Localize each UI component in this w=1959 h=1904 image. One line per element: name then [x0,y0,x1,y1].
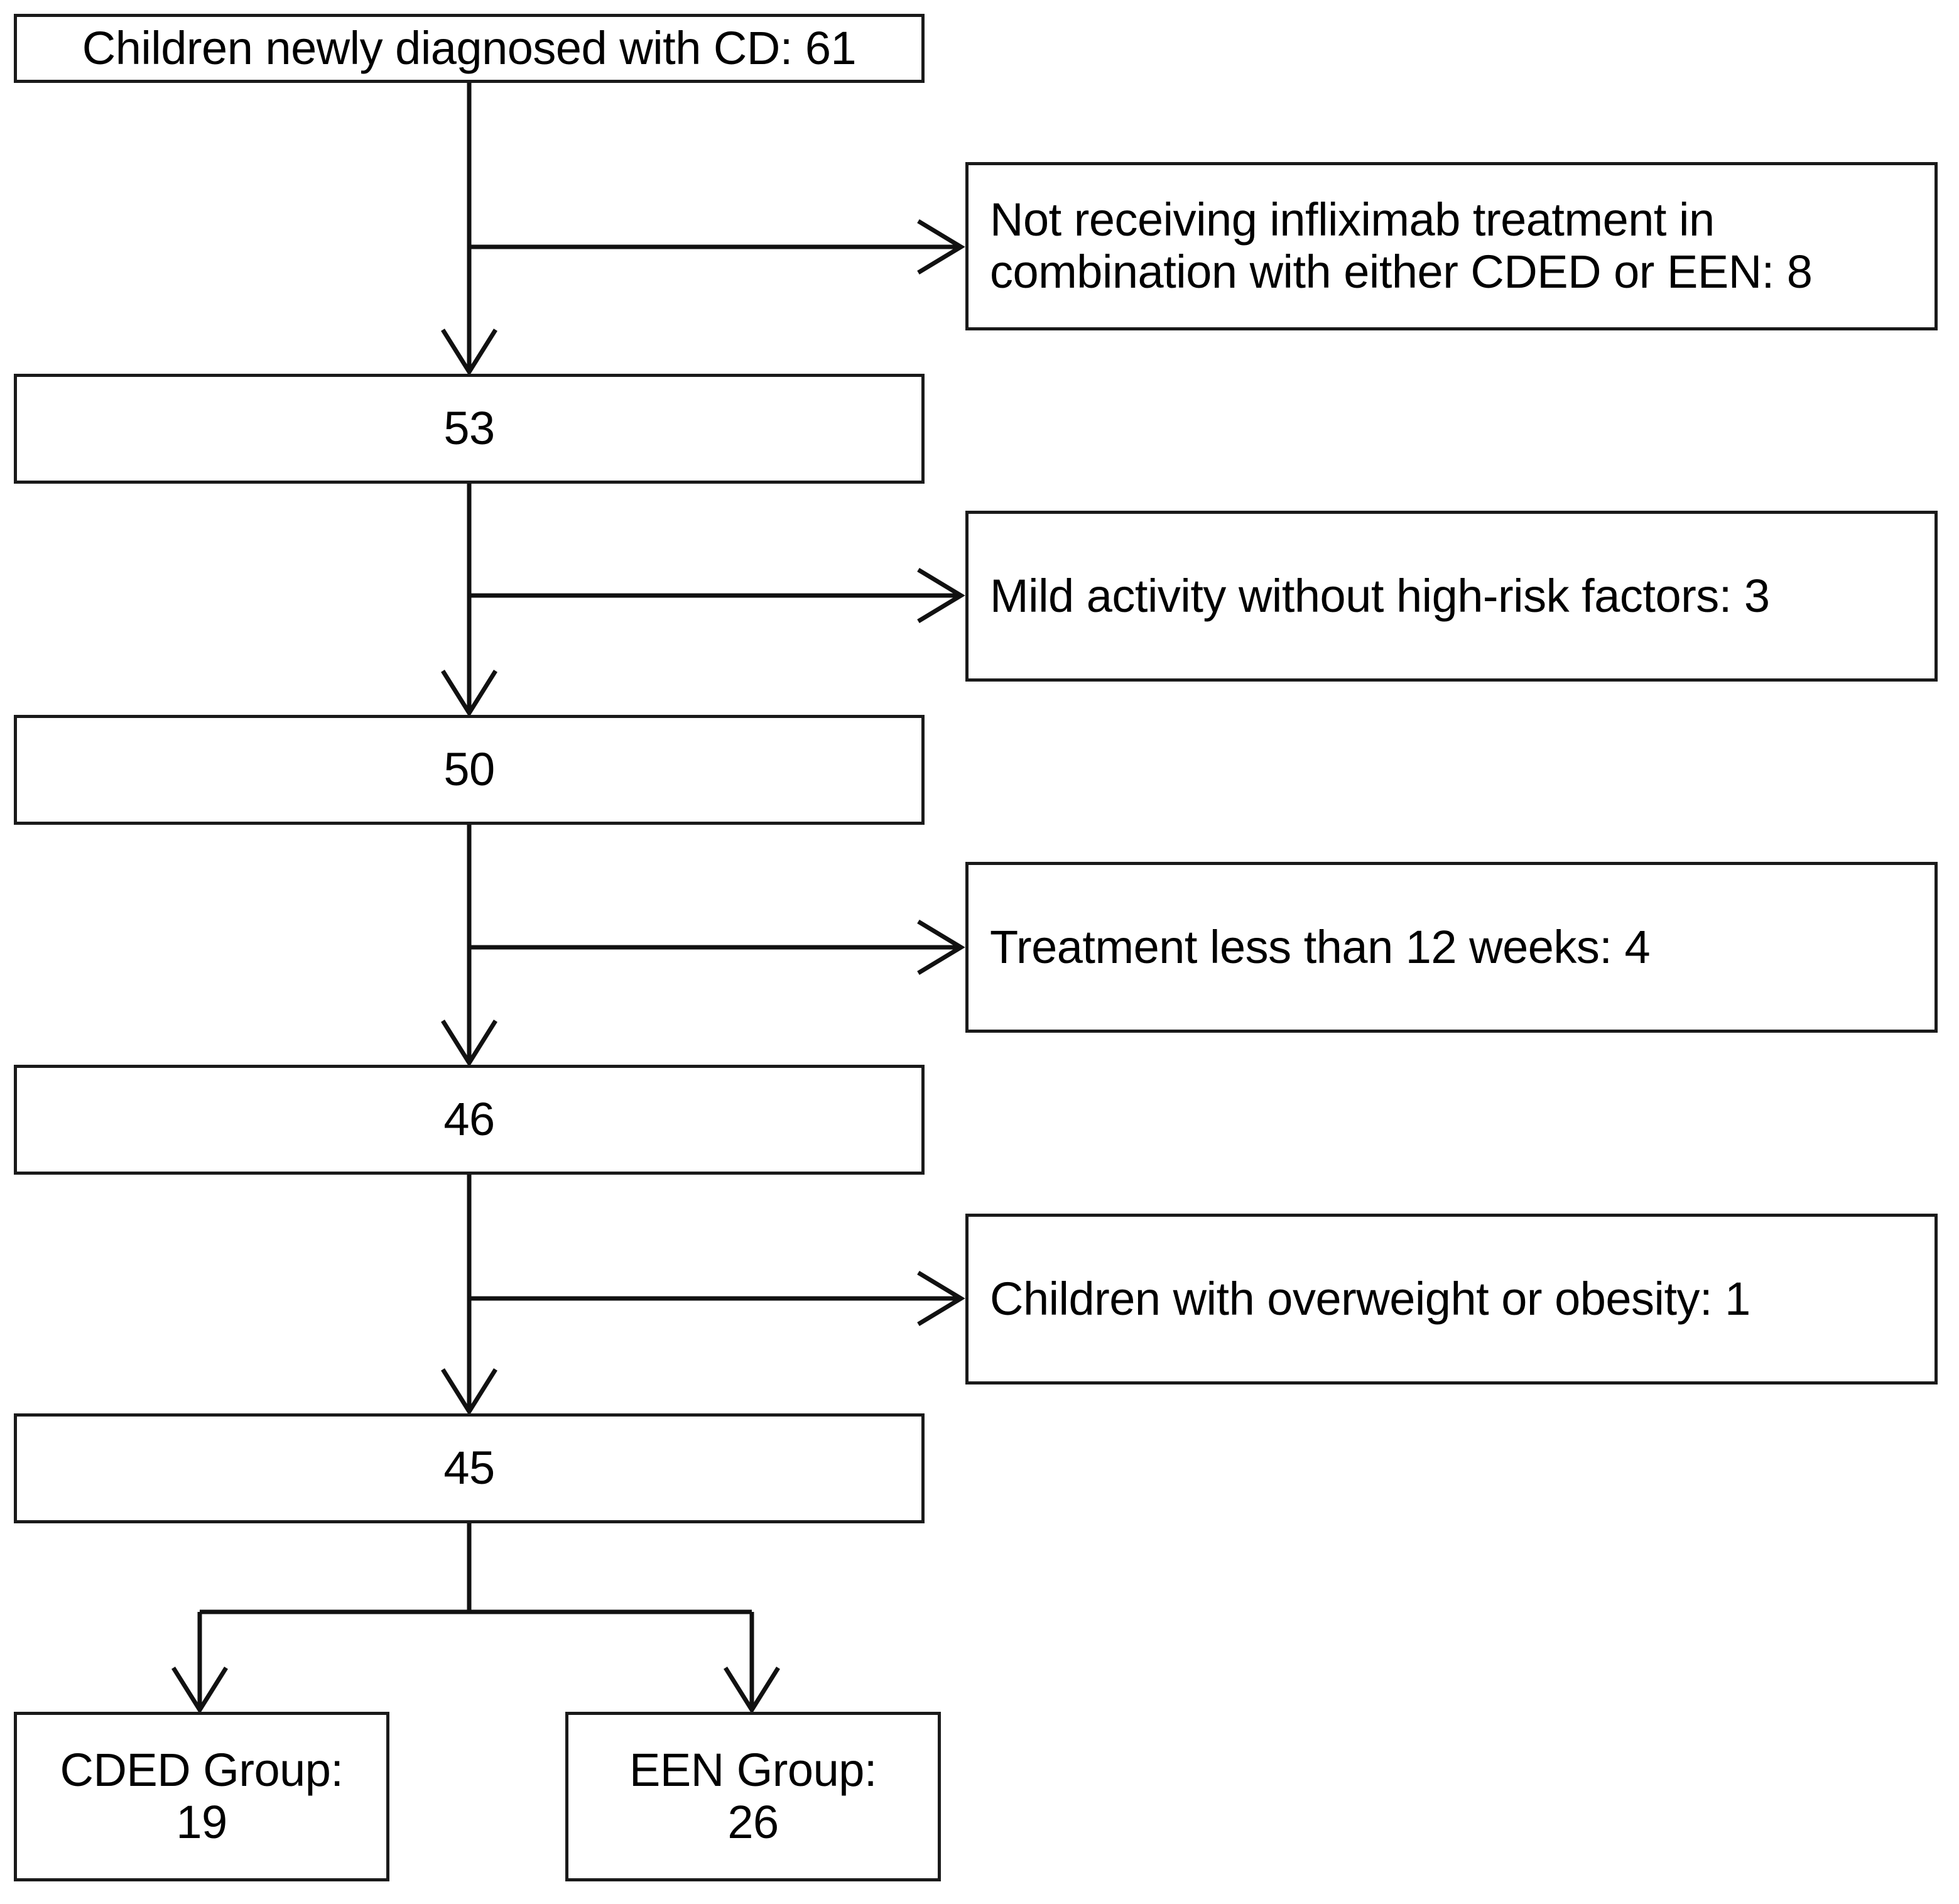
arrowhead-to-46 [441,1020,497,1067]
node-group-een-label: EEN Group: 26 [629,1744,877,1848]
node-after-exclusion-3[interactable]: 46 [14,1065,925,1175]
node-exclusion-2[interactable]: Mild activity without high-risk factors:… [965,511,1938,682]
node-group-cded[interactable]: CDED Group: 19 [14,1712,389,1881]
node-after-exclusion-1-label: 53 [443,402,495,455]
node-exclusion-1[interactable]: Not receiving infliximab treatment in co… [965,162,1938,330]
arrowhead-to-exclusion-2 [917,568,965,623]
node-after-exclusion-1[interactable]: 53 [14,374,925,484]
arrowhead-to-cded [171,1667,228,1714]
node-after-exclusion-3-label: 46 [443,1093,495,1146]
node-after-exclusion-4[interactable]: 45 [14,1413,925,1523]
node-exclusion-4[interactable]: Children with overweight or obesity: 1 [965,1214,1938,1384]
node-exclusion-1-label: Not receiving infliximab treatment in co… [990,193,1813,298]
node-after-exclusion-4-label: 45 [443,1442,495,1494]
arrowhead-to-53 [441,329,497,376]
node-after-exclusion-2-label: 50 [443,743,495,796]
node-group-cded-label: CDED Group: 19 [60,1744,344,1848]
node-enrolled[interactable]: Children newly diagnosed with CD: 61 [14,14,925,83]
node-exclusion-4-label: Children with overweight or obesity: 1 [990,1272,1750,1325]
arrowhead-to-exclusion-1 [917,219,965,275]
node-exclusion-3[interactable]: Treatment less than 12 weeks: 4 [965,862,1938,1033]
node-exclusion-3-label: Treatment less than 12 weeks: 4 [990,920,1651,973]
arrowhead-to-exclusion-3 [917,920,965,975]
arrowhead-to-45 [441,1368,497,1416]
node-exclusion-2-label: Mild activity without high-risk factors:… [990,569,1770,622]
node-enrolled-label: Children newly diagnosed with CD: 61 [82,21,857,74]
arrowhead-to-50 [441,670,497,717]
node-group-een[interactable]: EEN Group: 26 [565,1712,941,1881]
arrowhead-to-exclusion-4 [917,1271,965,1326]
node-after-exclusion-2[interactable]: 50 [14,715,925,825]
arrowhead-to-een [724,1667,780,1714]
